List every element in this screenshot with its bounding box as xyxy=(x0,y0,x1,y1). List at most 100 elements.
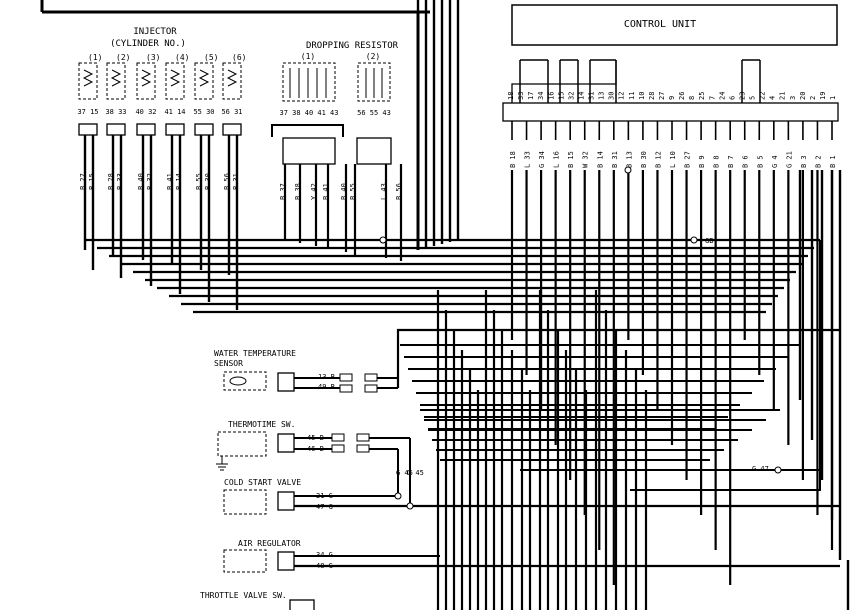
cu-pin-8: 8 xyxy=(688,96,696,100)
inline-connector xyxy=(356,433,370,442)
throttle-valve-connector xyxy=(289,599,315,610)
injector-cyl-label: (6) xyxy=(232,53,246,62)
dropping-resistor-2-connector xyxy=(356,137,392,165)
inline-connector xyxy=(339,384,353,393)
cu-wire-label: B 30 xyxy=(640,151,648,168)
cu-pin-4: 4 xyxy=(769,96,777,100)
cu-wire-label: L 33 xyxy=(524,151,532,168)
injector-wire-label: B 28 xyxy=(107,173,115,190)
cu-pin-24: 24 xyxy=(718,92,726,100)
injector-cyl-label: (1) xyxy=(88,53,102,62)
water-temp-wire-2: 49 B xyxy=(318,383,335,391)
cu-pin-21: 21 xyxy=(779,92,787,100)
injector-pin-label: 55 30 xyxy=(193,108,214,116)
label-g47: G 47 xyxy=(752,465,769,473)
sensor-connector xyxy=(277,372,295,392)
injector-wire-label: B 14 xyxy=(175,173,183,190)
junction-dot xyxy=(774,466,782,474)
injector-wire-label: B 15 xyxy=(88,173,96,190)
control-unit-title: CONTROL UNIT xyxy=(624,19,696,30)
injector-cyl-label: (3) xyxy=(146,53,160,62)
cu-pin-34: 34 xyxy=(537,92,545,100)
injector-coil-icon xyxy=(169,69,181,87)
injector-body xyxy=(222,62,242,100)
inline-connector xyxy=(331,444,345,453)
injector-connector xyxy=(106,123,126,136)
cu-wire-label: B 18 xyxy=(509,151,517,168)
thermotime-wire-2: 46 B xyxy=(307,445,324,453)
wire xyxy=(396,328,840,388)
injector-cyl-label: (5) xyxy=(204,53,218,62)
cu-pin-17: 17 xyxy=(527,92,535,100)
cu-pin-12: 12 xyxy=(618,92,626,100)
dropping-resistor-1-pins: 37 38 40 41 43 xyxy=(279,109,338,117)
injector-pin-label: 56 31 xyxy=(221,108,242,116)
cu-pin-32: 32 xyxy=(567,92,575,100)
cu-wire-label: B 2 xyxy=(814,155,822,168)
air-regulator-wire-1: 34 G xyxy=(316,551,333,559)
cu-wire-label: B 1 xyxy=(829,155,837,168)
injector-wire-label: B 40 xyxy=(137,173,145,190)
injector-coil-icon xyxy=(140,69,152,87)
junction-g45: G 45 xyxy=(407,469,424,477)
injector-coil-icon xyxy=(226,69,238,87)
junction-dot xyxy=(624,166,632,174)
cu-wire-label: B 14 xyxy=(596,151,604,168)
cu-pin-33: 33 xyxy=(517,92,525,100)
injector-title: INJECTOR xyxy=(133,27,177,37)
injector-wire-label: B 32 xyxy=(146,173,154,190)
injector-body xyxy=(78,62,98,100)
control-unit-box xyxy=(511,4,838,46)
cu-wire-label: L 10 xyxy=(669,151,677,168)
injector-coil-icon xyxy=(110,69,122,87)
injector-body xyxy=(165,62,185,100)
cu-pin-23: 23 xyxy=(738,92,746,100)
junction-g46: G 46 xyxy=(396,469,413,477)
components xyxy=(277,166,782,571)
injector-connector xyxy=(194,123,214,136)
wire xyxy=(271,124,344,137)
cu-pin-6: 6 xyxy=(728,96,736,100)
injector-body xyxy=(136,62,156,100)
thermotime-wire-1: 45 B xyxy=(307,434,324,442)
inline-connector xyxy=(331,433,345,442)
cu-pin-18: 18 xyxy=(507,92,515,100)
cold-start-valve-body xyxy=(223,489,267,515)
water-temp-wire-1: 13 B xyxy=(318,373,335,381)
cold-start-title: COLD START VALVE xyxy=(224,478,301,487)
junction-dot xyxy=(406,502,414,510)
injector-coil-icon xyxy=(82,69,94,87)
injector-cyl-label: (4) xyxy=(175,53,189,62)
wire xyxy=(630,240,821,491)
dropping-resistor-unit-1: (1) xyxy=(301,52,315,61)
cold-start-wire-1: 21 G xyxy=(316,492,333,500)
dropping-resistor-wire-label: B 37 xyxy=(279,183,287,200)
cu-pin-25: 25 xyxy=(698,92,706,100)
junction-dot xyxy=(394,492,402,500)
injector-wire-label: B 30 xyxy=(204,173,212,190)
injector-wire-label: B 27 xyxy=(79,173,87,190)
cu-wire-label: B 5 xyxy=(756,155,764,168)
cu-wire-label: G 4 xyxy=(771,155,779,168)
injector-subtitle: (CYLINDER NO.) xyxy=(110,39,186,49)
cu-wire-label: B 27 xyxy=(684,151,692,168)
junction-dot xyxy=(690,236,698,244)
ground-symbol xyxy=(216,456,228,471)
injector-wire-label: B 41 xyxy=(166,173,174,190)
dropping-resistor-1-connector xyxy=(282,137,336,165)
cu-wire-label: B 6 xyxy=(742,155,750,168)
dropping-resistor-title: DROPPING RESISTOR xyxy=(306,41,399,51)
injector-cyl-label: (2) xyxy=(116,53,130,62)
injector-wire-label: B 56 xyxy=(223,173,231,190)
water-temp-sensor-symbol xyxy=(229,376,247,386)
cu-pin-28: 28 xyxy=(648,92,656,100)
cu-wire-label: B 8 xyxy=(713,155,721,168)
junction-dot xyxy=(379,236,387,244)
injector-pin-label: 41 14 xyxy=(164,108,185,116)
cu-wire-label: W 32 xyxy=(582,151,590,168)
cu-pin-5: 5 xyxy=(749,96,757,100)
inline-connector xyxy=(364,373,378,382)
